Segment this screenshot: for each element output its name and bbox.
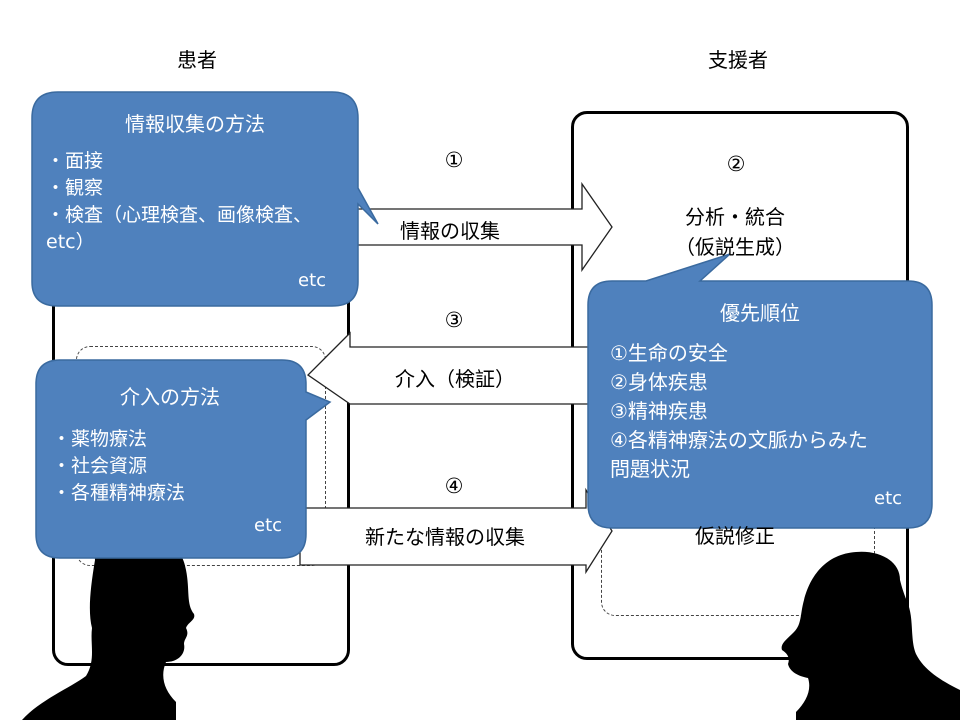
arrow-new-info [299, 487, 613, 575]
priority-item: 問題状況 [610, 457, 690, 481]
info-methods-item: ・検査（心理検査、画像検査、 [46, 204, 313, 226]
priority-title: 優先順位 [720, 301, 800, 325]
priority-list: ①生命の安全 ②身体疾患 ③精神疾患 ④各精神療法の文脈からみた 問題状況 [610, 339, 928, 484]
priority-item: ②身体疾患 [610, 370, 708, 394]
step-label-2-line1: 分析・統合 [685, 205, 785, 229]
hypothesis-revision-label: 仮説修正 [695, 524, 775, 548]
info-methods-item: ・観察 [46, 177, 104, 199]
priority-item: ①生命の安全 [610, 341, 728, 365]
patient-heading: 患者 [177, 48, 217, 72]
patient-silhouette [22, 528, 195, 720]
intervention-methods-item: ・各種精神療法 [52, 482, 186, 504]
bubble-priority-shape [587, 253, 933, 529]
info-methods-item: etc） [46, 231, 95, 253]
intervention-methods-item: ・薬物療法 [52, 428, 148, 450]
priority-etc: etc [874, 488, 903, 509]
step-number-4: ④ [444, 474, 464, 498]
intervention-methods-etc: etc [254, 515, 283, 536]
intervention-methods-title: 介入の方法 [120, 385, 220, 409]
arrow-collect-info [344, 181, 613, 273]
priority-item: ④各精神療法の文脈からみた [610, 428, 868, 452]
supporter-heading: 支援者 [708, 48, 768, 72]
intervention-methods-item: ・社会資源 [52, 455, 148, 477]
info-methods-etc: etc [298, 270, 327, 291]
step-label-1: 情報の収集 [400, 219, 500, 243]
intervention-methods-list: ・薬物療法 ・社会資源 ・各種精神療法 [52, 426, 292, 507]
info-methods-title: 情報収集の方法 [125, 112, 265, 136]
info-methods-list: ・面接 ・観察 ・検査（心理検査、画像検査、 etc） [46, 148, 356, 256]
bubble-info-methods-shape [31, 91, 379, 307]
step-number-2: ② [726, 152, 746, 176]
supporter-silhouette [781, 551, 960, 720]
priority-item: ③精神疾患 [610, 399, 708, 423]
step-label-4: 新たな情報の収集 [365, 525, 525, 549]
step-label-3: 介入（検証） [395, 367, 515, 391]
bubble-intervention-shape [35, 359, 332, 559]
info-methods-item: ・面接 [46, 150, 104, 172]
step-number-3: ③ [444, 308, 464, 332]
step-label-2-line2: （仮説生成） [675, 235, 795, 259]
step-number-1: ① [444, 148, 464, 172]
